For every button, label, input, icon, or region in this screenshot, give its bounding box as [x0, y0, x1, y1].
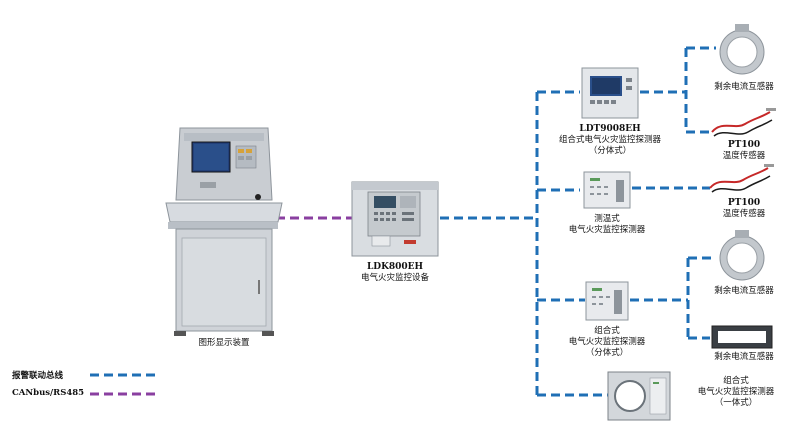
legend-canbus-label: CANbus/RS485 — [12, 388, 85, 398]
combo-integrated-detector-device — [607, 371, 671, 421]
combo-integrated-detector-label: 组合式 电气火灾监控探测器 （一体式） — [697, 376, 775, 408]
workstation-cabinet — [165, 127, 283, 336]
ct3-label: 剩余电流互感器 — [714, 352, 774, 362]
pt100-probe-icon — [711, 108, 776, 137]
current-transformer-icon — [719, 230, 765, 281]
temperature-detector-device — [583, 171, 631, 209]
ldt9008eh-label: LDT9008EH 组合式电气火灾监控探测器 （分体式） — [558, 124, 661, 156]
workstation-label: 图形显示装置 — [198, 338, 250, 348]
pt100-probe-icon — [709, 164, 774, 193]
combo-split-detector-label: 组合式 电气火灾监控探测器 （分体式） — [568, 326, 646, 358]
ct1-label: 剩余电流互感器 — [714, 82, 774, 92]
alarm-bus-lines — [440, 46, 716, 397]
ldk800eh-label: LDK800EH 电气火灾监控设备 — [360, 262, 429, 283]
ldt9008eh-device — [581, 67, 639, 119]
legend-alarm-bus-label: 报警联动总线 — [12, 371, 64, 381]
ct2-label: 剩余电流互感器 — [714, 286, 774, 296]
pt100-1-label: PT100 温度传感器 — [722, 140, 766, 161]
temperature-detector-label: 测温式 电气火灾监控探测器 — [568, 214, 646, 235]
pt100-2-label: PT100 温度传感器 — [722, 198, 766, 219]
rectangular-current-transformer-icon — [711, 325, 773, 349]
combo-split-detector-device — [585, 281, 629, 321]
ldk800eh-device — [351, 181, 439, 257]
current-transformer-icon — [719, 24, 765, 75]
